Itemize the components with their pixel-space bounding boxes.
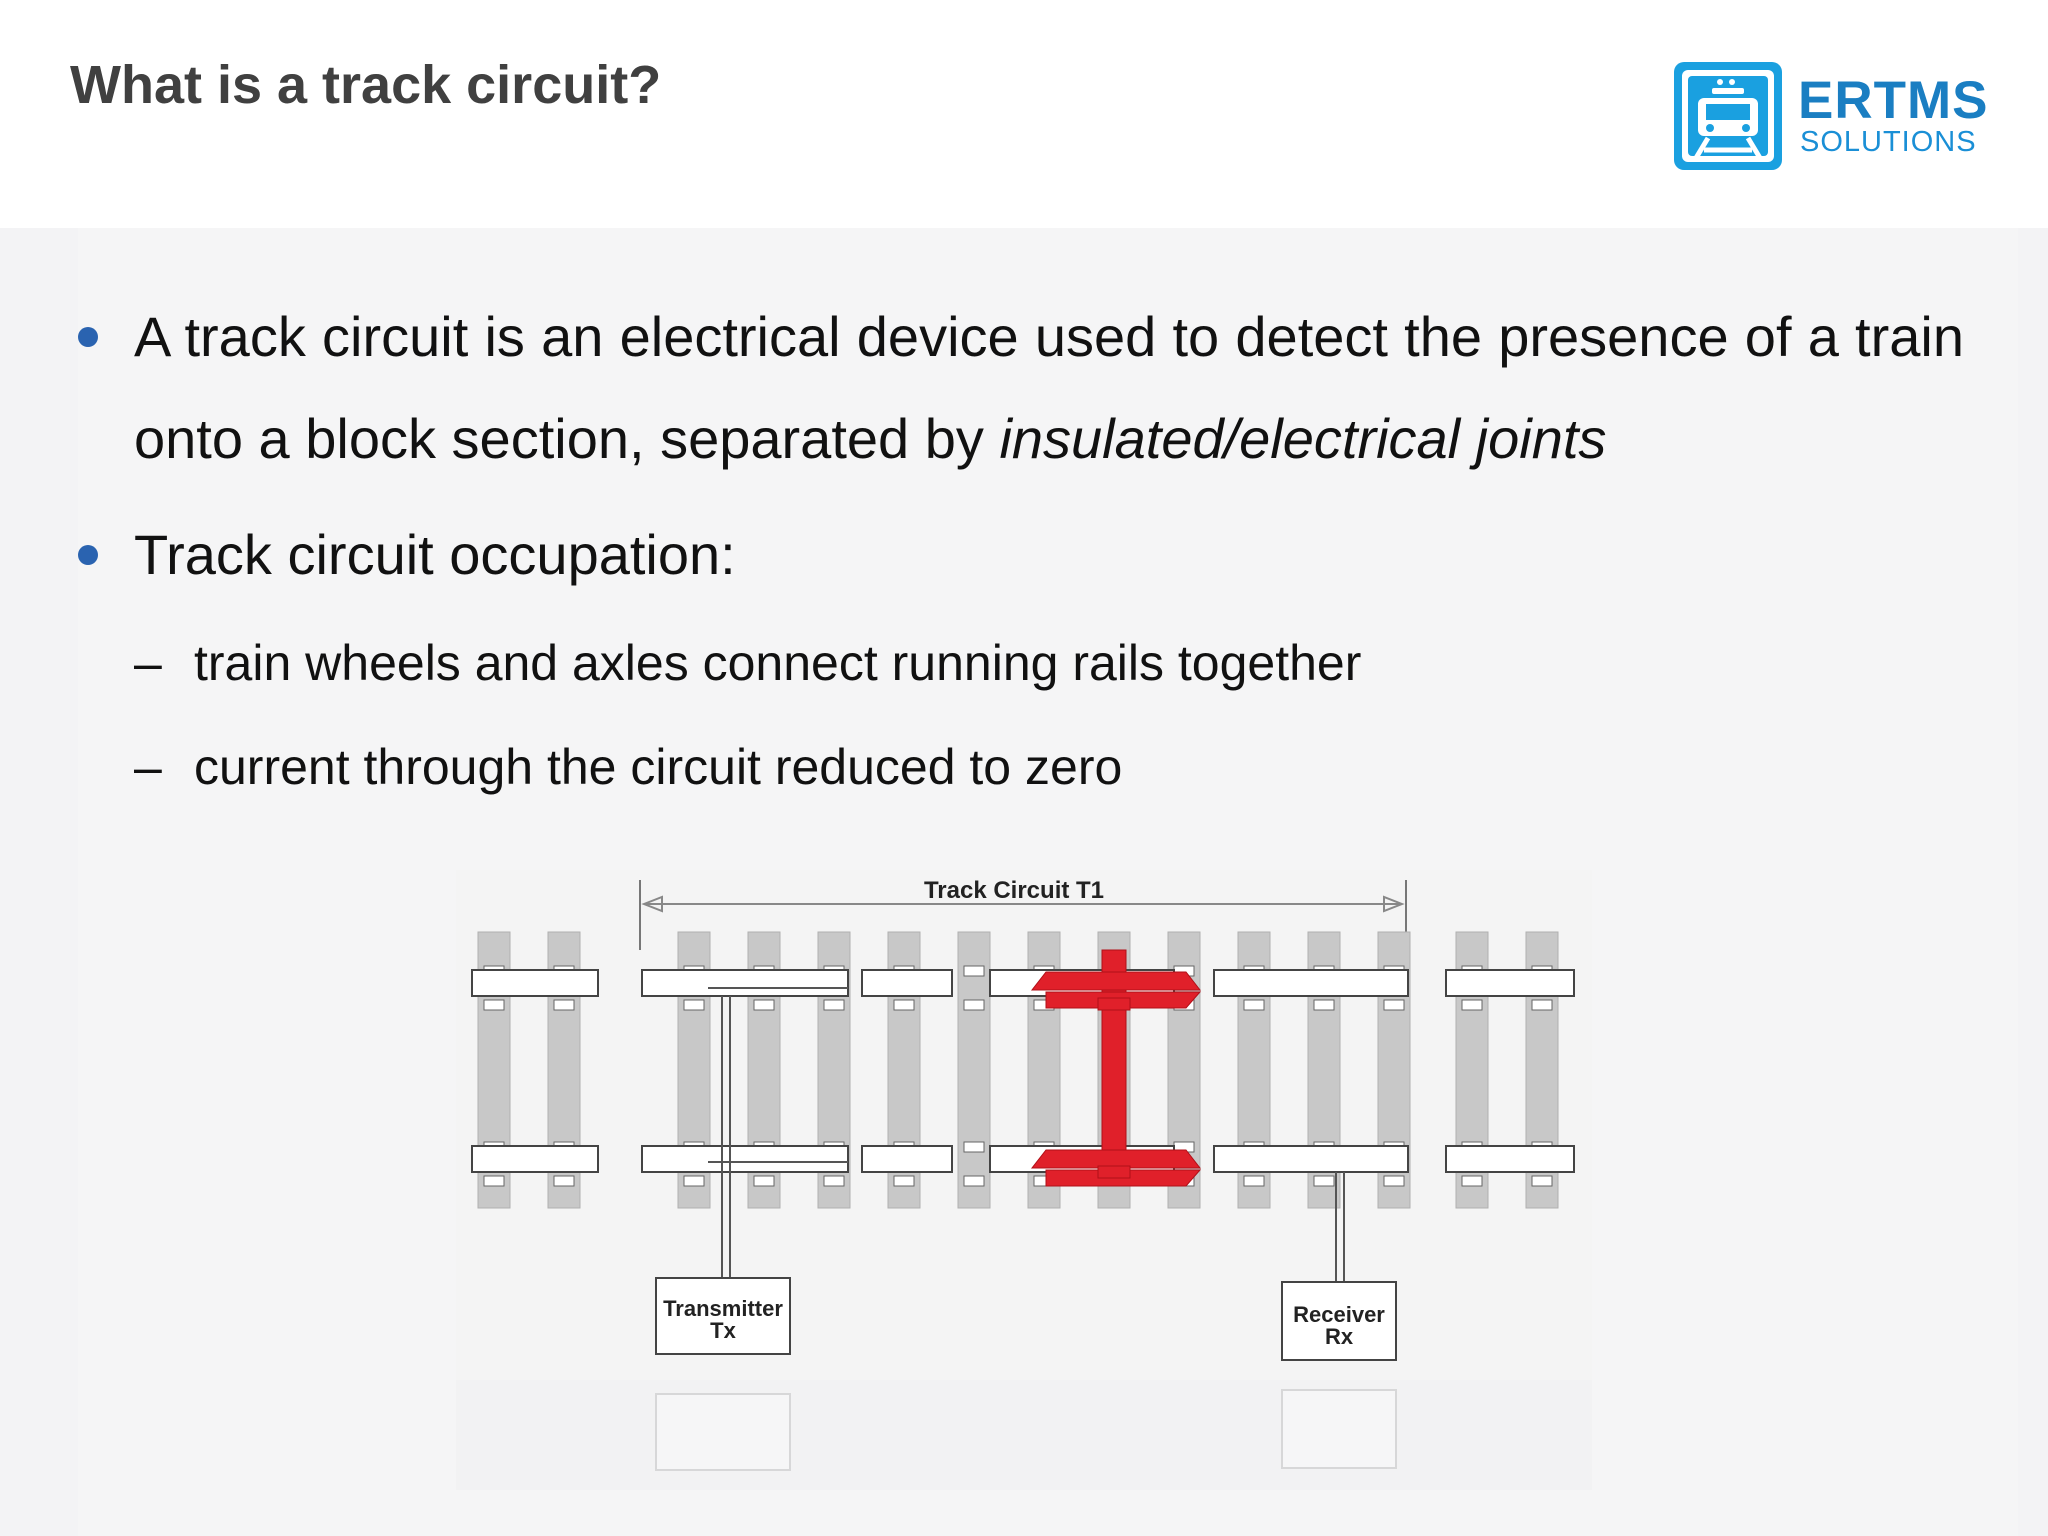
- transmitter-box: Transmitter Tx: [655, 1277, 791, 1355]
- sub-bullet-text: train wheels and axles connect running r…: [194, 635, 1362, 691]
- rail-clip: [753, 1175, 775, 1187]
- bullet-dot: [78, 327, 98, 347]
- rail-clip: [1461, 999, 1483, 1011]
- rail-clip: [823, 999, 845, 1011]
- rail-clip: [753, 999, 775, 1011]
- rail-clip: [893, 999, 915, 1011]
- slide-header: What is a track circuit? ERTMS SOLUTIONS: [0, 0, 2048, 228]
- rail-clip: [1243, 1175, 1265, 1187]
- slide-title: What is a track circuit?: [70, 55, 662, 115]
- rail-clip: [1313, 1175, 1335, 1187]
- transmitter-label: Transmitter: [663, 1296, 783, 1321]
- bullet-dot: [78, 545, 98, 565]
- rail-clip: [963, 1141, 985, 1153]
- bullet-text: A track circuit is an electrical device …: [134, 305, 1964, 470]
- rail-clip: [823, 1175, 845, 1187]
- sub-bullet-current: –current through the circuit reduced to …: [134, 738, 1122, 796]
- rail-clip: [963, 1175, 985, 1187]
- rail-clip: [553, 999, 575, 1011]
- rails: [471, 969, 1575, 1173]
- rail-clip: [1313, 999, 1335, 1011]
- sub-bullet-wheels: –train wheels and axles connect running …: [134, 634, 1361, 692]
- sub-bullet-text: current through the circuit reduced to z…: [194, 739, 1123, 795]
- rail-clip: [483, 999, 505, 1011]
- rail-clip: [1531, 1175, 1553, 1187]
- rail-clip: [1461, 1175, 1483, 1187]
- sleeper: [957, 931, 991, 1209]
- bullet-text: Track circuit occupation:: [134, 523, 736, 586]
- rail-clip: [1383, 999, 1405, 1011]
- diagram-reflection: [456, 1380, 1592, 1490]
- rail-clip: [893, 1175, 915, 1187]
- span-label: Track Circuit T1: [924, 877, 1104, 904]
- rail-clip: [963, 999, 985, 1011]
- logo-subtitle: SOLUTIONS: [1800, 126, 1977, 158]
- transmitter-leads: [708, 987, 848, 1278]
- train-icon: [1674, 62, 1782, 170]
- bullet-track-circuit-definition: A track circuit is an electrical device …: [78, 286, 1964, 490]
- bullet-occupation: Track circuit occupation:: [78, 504, 1964, 606]
- bullet-text-italic: insulated/electrical joints: [999, 407, 1607, 470]
- rail-clip: [1243, 999, 1265, 1011]
- axle-wheelset: [1030, 949, 1202, 1187]
- rail-clip: [553, 1175, 575, 1187]
- receiver-label: Receiver: [1293, 1302, 1385, 1327]
- rail-clip: [1531, 999, 1553, 1011]
- ertms-logo: ERTMS SOLUTIONS: [1674, 62, 1988, 172]
- receiver-box: Receiver Rx: [1281, 1281, 1397, 1361]
- sub-bullet-dash: –: [134, 635, 162, 691]
- rail-clip: [683, 999, 705, 1011]
- sub-bullet-dash: –: [134, 739, 162, 795]
- receiver-leads: [1335, 1172, 1345, 1282]
- rail-clip: [963, 965, 985, 977]
- rail-clip: [683, 1175, 705, 1187]
- rail-clip: [483, 1175, 505, 1187]
- transmitter-code: Tx: [710, 1318, 736, 1343]
- track-circuit-diagram: Track Circuit T1: [456, 870, 1592, 1500]
- span-dimension: Track Circuit T1: [639, 877, 1407, 950]
- logo-brand: ERTMS: [1798, 71, 1989, 130]
- diagram-background: [456, 870, 1592, 1380]
- rail-clip: [1383, 1175, 1405, 1187]
- receiver-code: Rx: [1325, 1324, 1354, 1349]
